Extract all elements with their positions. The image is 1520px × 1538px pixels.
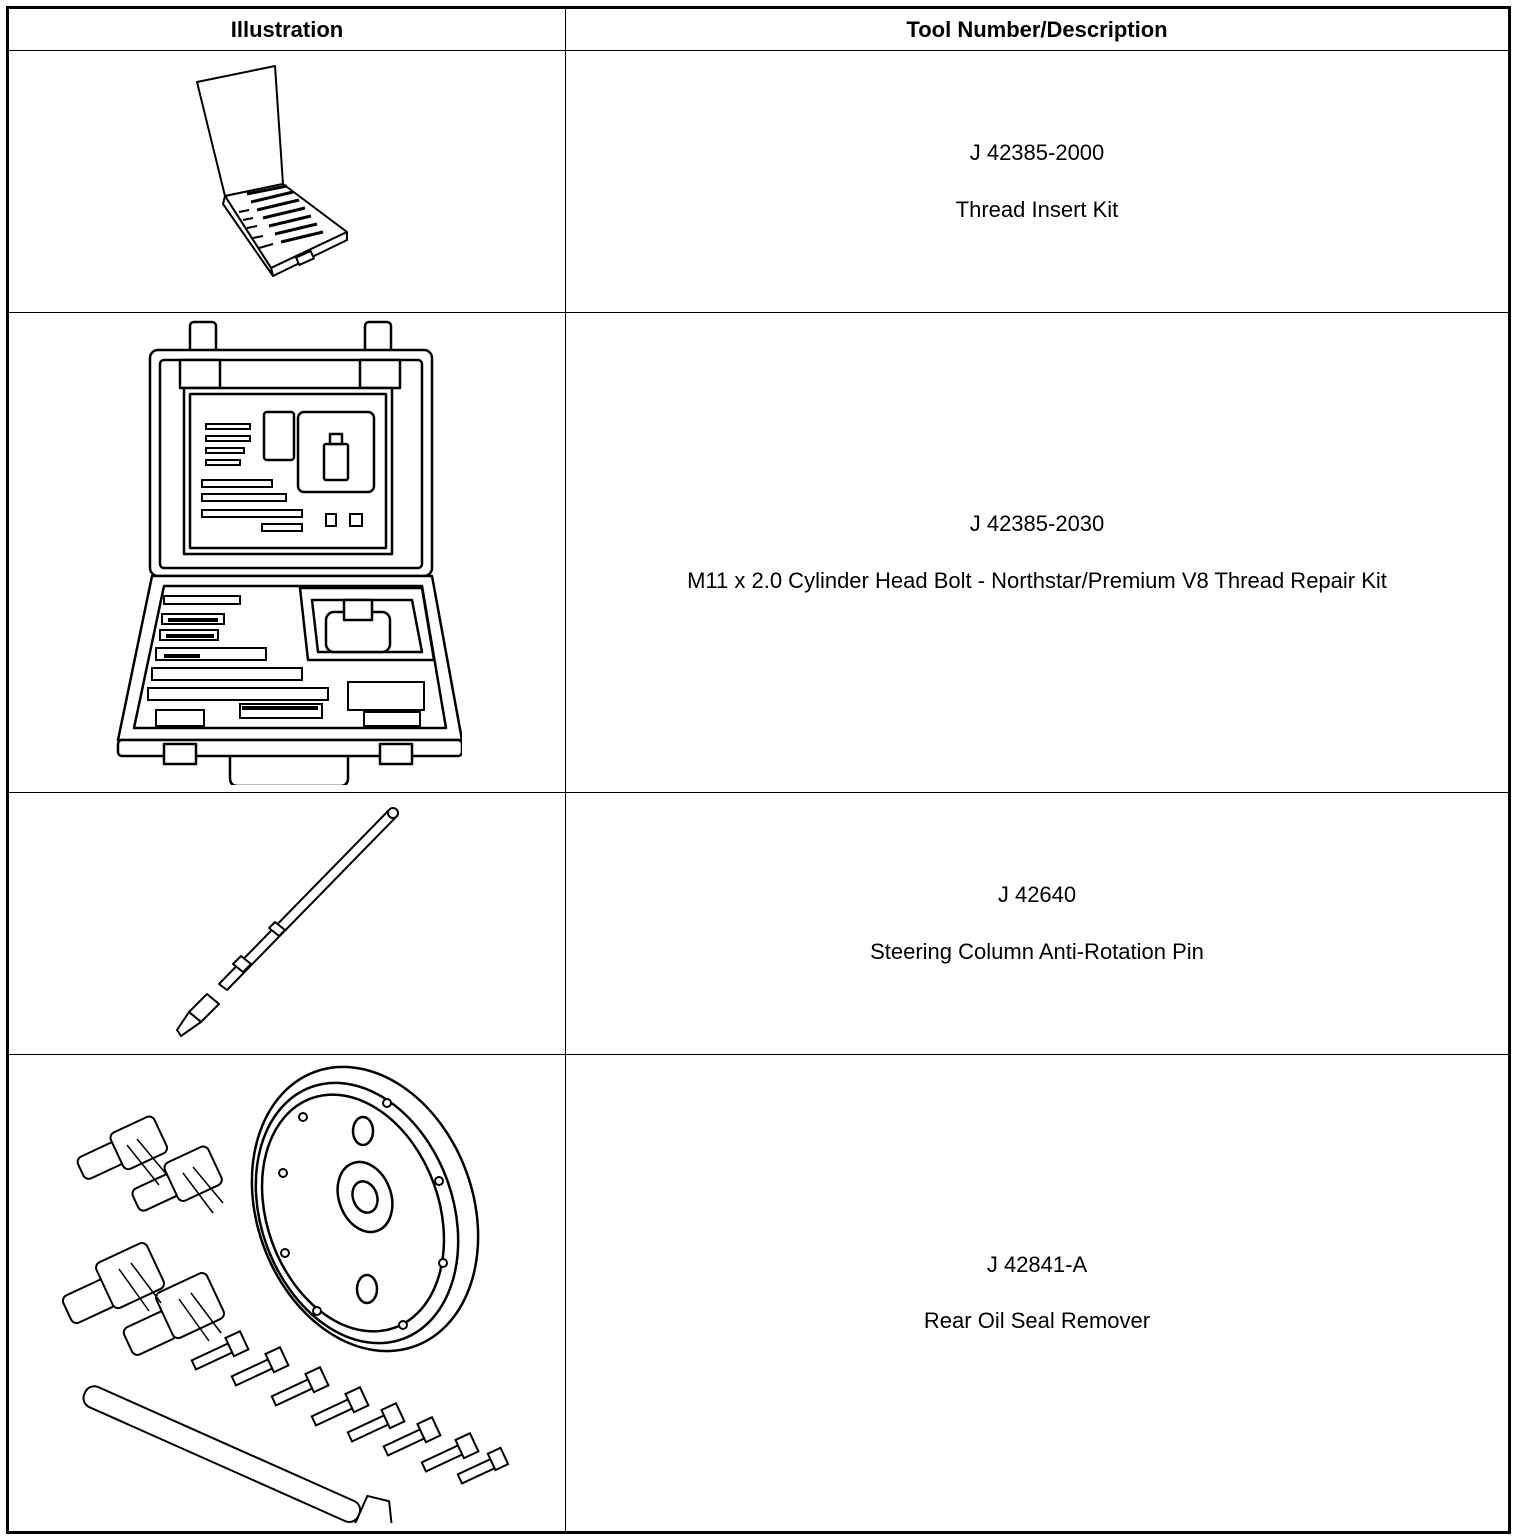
illustration-cell	[7, 792, 566, 1055]
tool-number: J 42385-2030	[969, 511, 1105, 537]
table-row: J 42385-2000 Thread Insert Kit	[7, 50, 1510, 313]
illustration-cell	[7, 1054, 566, 1533]
special-tools-table: Illustration Tool Number/Description	[6, 6, 1511, 1534]
tool-number: J 42640	[997, 882, 1077, 908]
table-row: J 42640 Steering Column Anti-Rotation Pi…	[7, 792, 1510, 1055]
description-cell: J 42640 Steering Column Anti-Rotation Pi…	[565, 792, 1510, 1055]
header-tool-number-description: Tool Number/Description	[565, 7, 1510, 51]
description-cell: J 42385-2000 Thread Insert Kit	[565, 50, 1510, 313]
table-row: J 42385-2030 M11 x 2.0 Cylinder Head Bol…	[7, 312, 1510, 793]
table-header-row: Illustration Tool Number/Description	[7, 7, 1510, 51]
illustration-cell	[7, 50, 566, 313]
table-row: J 42841-A Rear Oil Seal Remover	[7, 1054, 1510, 1533]
tool-description: Rear Oil Seal Remover	[923, 1308, 1151, 1333]
illustration-cell	[7, 312, 566, 793]
tool-number: J 42841-A	[986, 1251, 1088, 1277]
tool-description: Thread Insert Kit	[955, 196, 1119, 222]
tool-number: J 42385-2000	[969, 140, 1105, 166]
rear-oil-seal-remover-icon	[61, 1065, 510, 1523]
anti-rotation-pin-icon	[176, 806, 399, 1037]
description-cell: J 42841-A Rear Oil Seal Remover	[565, 1054, 1510, 1533]
description-cell: J 42385-2030 M11 x 2.0 Cylinder Head Bol…	[565, 312, 1510, 793]
thread-repair-kit-briefcase-icon	[116, 320, 462, 785]
thread-insert-kit-case-icon	[196, 64, 348, 277]
header-illustration: Illustration	[7, 7, 566, 51]
tool-description: M11 x 2.0 Cylinder Head Bolt - Northstar…	[687, 567, 1387, 593]
tool-description: Steering Column Anti-Rotation Pin	[870, 938, 1204, 964]
